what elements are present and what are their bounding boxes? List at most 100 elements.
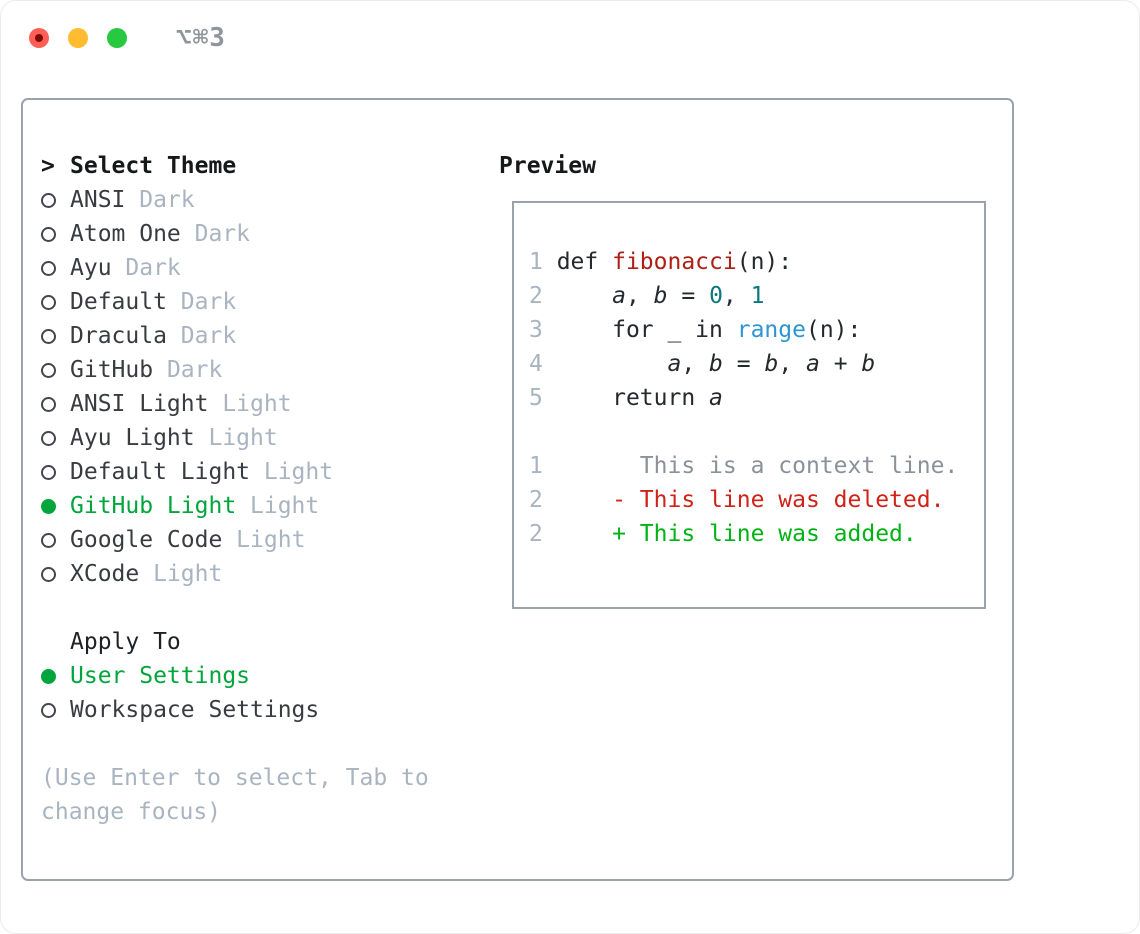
apply-to-option-label: Workspace Settings: [70, 697, 320, 723]
theme-option-label: Default Light: [70, 459, 251, 485]
line-number: 1: [529, 453, 557, 479]
theme-option-11[interactable]: XCode Light: [41, 557, 493, 591]
close-button-icon[interactable]: [29, 28, 49, 48]
radio-unselected-icon[interactable]: [41, 465, 56, 480]
radio-unselected-icon[interactable]: [41, 193, 56, 208]
radio-unselected-icon[interactable]: [41, 533, 56, 548]
code-segment-context: This is a context line.: [556, 453, 959, 479]
theme-option-2[interactable]: Ayu Dark: [41, 251, 493, 285]
apply-to-option-label: User Settings: [70, 663, 251, 689]
theme-option-label: Dracula: [70, 323, 167, 349]
theme-option-label: Ayu Light: [70, 425, 195, 451]
theme-option-label: ANSI Light: [70, 391, 209, 417]
radio-selected-icon[interactable]: [41, 669, 56, 684]
code-segment-plain: for _ in: [556, 317, 737, 343]
theme-option-1[interactable]: Atom One Dark: [41, 217, 493, 251]
line-number: 2: [529, 487, 557, 513]
code-segment-variable: b: [861, 351, 876, 377]
radio-unselected-icon[interactable]: [41, 261, 56, 276]
select-theme-header: > Select Theme: [41, 149, 493, 183]
code-segment-variable: b: [653, 283, 668, 309]
minimize-button-icon[interactable]: [68, 28, 88, 48]
radio-unselected-icon[interactable]: [41, 397, 56, 412]
radio-unselected-icon[interactable]: [41, 567, 56, 582]
theme-option-label: Default: [70, 289, 167, 315]
theme-option-8[interactable]: Default Light Light: [41, 455, 493, 489]
code-segment-variable: a: [612, 283, 626, 309]
theme-variant-tag: Light: [194, 425, 278, 451]
theme-option-3[interactable]: Default Dark: [41, 285, 493, 319]
line-number: 2: [529, 283, 557, 309]
line-number: 1: [529, 249, 557, 275]
code-segment-number: 1: [750, 283, 765, 309]
code-segment-variable: a: [709, 385, 723, 411]
theme-option-label: Google Code: [70, 527, 223, 553]
theme-option-0[interactable]: ANSI Dark: [41, 183, 493, 217]
theme-option-4[interactable]: Dracula Dark: [41, 319, 493, 353]
code-line-3: 4 a, b = b, a + b: [529, 347, 984, 381]
code-segment-builtin: range: [736, 317, 806, 343]
code-segment-plain: =: [722, 351, 765, 377]
code-segment-plain: (n):: [736, 249, 793, 275]
theme-option-label: Ayu: [70, 255, 112, 281]
radio-unselected-icon[interactable]: [41, 227, 56, 242]
theme-variant-tag: Light: [236, 493, 320, 519]
code-segment-variable: b: [764, 351, 779, 377]
apply-to-option-1[interactable]: Workspace Settings: [41, 693, 493, 727]
code-line-1: 2 a, b = 0, 1: [529, 279, 984, 313]
apply-to-header: Apply To: [41, 625, 493, 659]
theme-variant-tag: Light: [208, 391, 292, 417]
radio-unselected-icon[interactable]: [41, 295, 56, 310]
code-segment-function: fibonacci: [612, 249, 737, 275]
window-shortcut-label: ⌥⌘3: [176, 23, 226, 53]
theme-variant-tag: Light: [222, 527, 306, 553]
code-segment-variable: b: [709, 351, 723, 377]
radio-selected-icon[interactable]: [41, 499, 56, 514]
theme-option-label: ANSI: [70, 187, 126, 213]
theme-option-9[interactable]: GitHub Light Light: [41, 489, 493, 523]
line-number: 2: [529, 521, 557, 547]
radio-unselected-icon[interactable]: [41, 703, 56, 718]
radio-unselected-icon[interactable]: [41, 363, 56, 378]
theme-variant-tag: Dark: [111, 255, 181, 281]
focus-caret: >: [41, 153, 55, 179]
diff-line-0: 1 This is a context line.: [529, 449, 984, 483]
preview-title: Preview: [499, 153, 596, 179]
select-theme-title: Select Theme: [70, 153, 237, 179]
theme-option-10[interactable]: Google Code Light: [41, 523, 493, 557]
line-number: 5: [529, 385, 557, 411]
maximize-button-icon[interactable]: [107, 28, 127, 48]
apply-to-option-0[interactable]: User Settings: [41, 659, 493, 693]
apply-to-title: Apply To: [70, 629, 181, 655]
radio-unselected-icon[interactable]: [41, 431, 56, 446]
line-number: 3: [529, 317, 557, 343]
code-segment-plain: +: [819, 351, 862, 377]
line-number: 4: [529, 351, 557, 377]
code-segment-variable: a: [667, 351, 682, 377]
theme-option-5[interactable]: GitHub Dark: [41, 353, 493, 387]
theme-option-6[interactable]: ANSI Light Light: [41, 387, 493, 421]
code-segment-plain: ,: [625, 283, 654, 309]
theme-variant-tag: Light: [139, 561, 223, 587]
code-segment-plain: def: [556, 249, 613, 275]
theme-option-label: Atom One: [70, 221, 181, 247]
code-line-4: 5 return a: [529, 381, 984, 415]
theme-variant-tag: Dark: [166, 323, 237, 349]
diff-line-1: 2 - This line was deleted.: [529, 483, 984, 517]
titlebar: ⌥⌘3: [29, 23, 226, 53]
theme-option-label: XCode: [70, 561, 140, 587]
theme-variant-tag: Light: [250, 459, 334, 485]
code-line-2: 3 for _ in range(n):: [529, 313, 984, 347]
code-segment-plain: [557, 283, 612, 309]
theme-variant-tag: Dark: [180, 221, 251, 247]
keyboard-hint: (Use Enter to select, Tab to change focu…: [41, 765, 429, 825]
theme-option-7[interactable]: Ayu Light Light: [41, 421, 493, 455]
radio-unselected-icon[interactable]: [41, 329, 56, 344]
